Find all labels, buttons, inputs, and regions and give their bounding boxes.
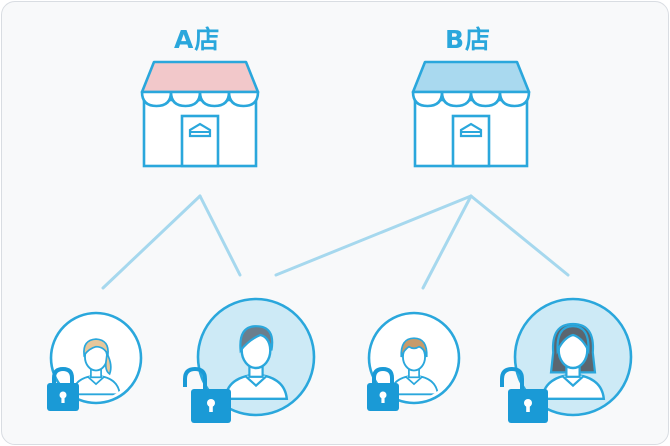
connection-lines [101,194,570,290]
store-a-icon [140,60,260,168]
staff-4 [513,297,633,417]
lock-open-icon-2 [183,366,231,423]
lock-closed-icon-1 [47,366,79,411]
line-a-staff1 [101,194,202,290]
lock-closed-icon-3 [367,366,399,411]
staff-4-person-icon [540,322,606,401]
line-a-staff2 [198,194,242,277]
staff-2 [196,297,316,417]
store-a-awning [140,60,260,94]
store-b-awning [411,60,531,94]
staff-1-person-icon [71,338,121,396]
store-b-icon [411,60,531,168]
store-b-label: B店 [445,25,492,54]
staff-2-person-icon [223,325,289,401]
line-b-staff3 [421,194,473,290]
store-a-label: A店 [174,25,221,54]
line-b-staff4 [469,194,570,277]
lock-open-icon-4 [500,366,548,423]
line-b-staff2 [274,194,473,277]
staff-3-person-icon [389,337,439,396]
